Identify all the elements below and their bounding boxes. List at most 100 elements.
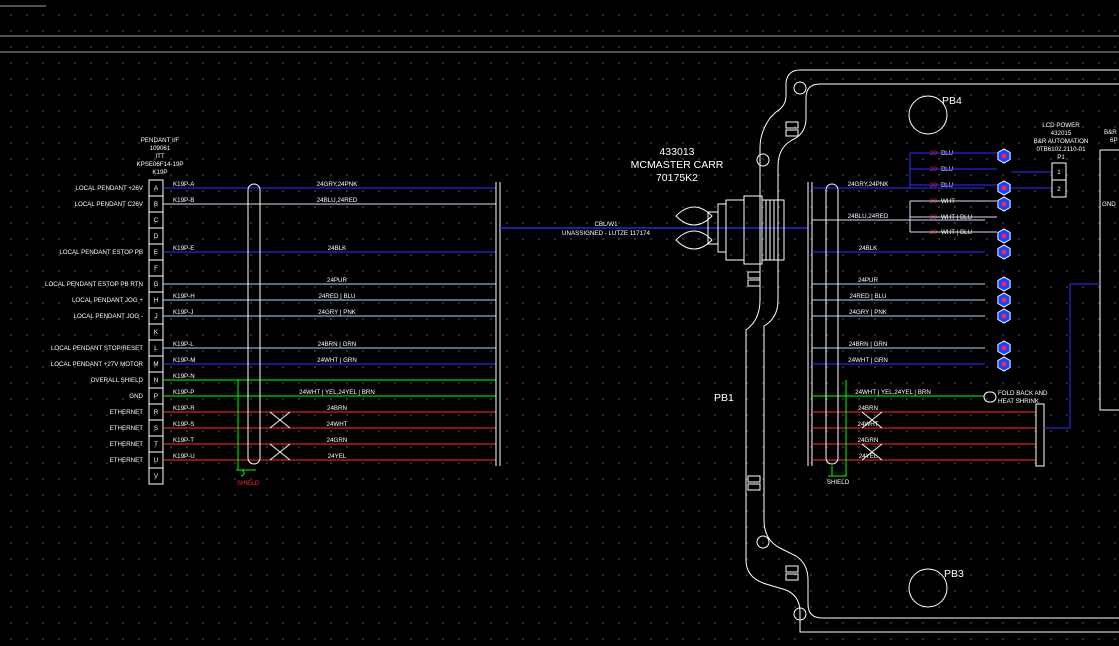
power-pin-1: 1: [1057, 169, 1061, 176]
enclosure-hole: [793, 81, 807, 95]
enclosure-hole: [756, 153, 770, 167]
wire-splices: 20BLU20BLU20BLU20WHT20WHT | BLU20WHT | B…: [888, 148, 1052, 372]
wire-color-label: 24BRN | GRN: [318, 341, 357, 348]
power-title-line: B&R AUTOMATION: [1034, 138, 1089, 145]
pin-function-label: ETHERNET: [110, 425, 144, 432]
pin-function-label: LOCAL PENDANT JOG +: [72, 297, 143, 304]
pin-letter: S: [154, 425, 158, 432]
left-connector-body: [148, 179, 164, 485]
wire-color-label: 24GRY | PNK: [318, 309, 357, 316]
enclosure-hole: [756, 535, 770, 549]
pushbutton-pb4: [908, 95, 948, 135]
left-connector-title-line: K19P: [152, 169, 167, 176]
enclosure-hole: [793, 607, 807, 621]
right-wire-label: 24BLU,24RED: [848, 213, 889, 220]
fold-note-2: HEAT SHRINK: [998, 398, 1040, 405]
pin-function-label: LOCAL PENDANT JOG -: [74, 313, 143, 320]
splice-branch: [888, 201, 911, 232]
cable-gland: [675, 195, 785, 265]
pin-function-label: LOCAL PENDANT +27V MOTOR: [51, 361, 144, 368]
pushbutton-pb3: [908, 568, 948, 608]
pin-letter: B: [154, 201, 158, 208]
pin-function-label: GND: [129, 393, 143, 400]
wire-pin-id: K19P-P: [173, 389, 194, 396]
splice-dot: [1001, 153, 1007, 159]
right-device-outline: [1099, 149, 1119, 411]
pb4-label: PB4: [942, 95, 962, 107]
left-twist-marks: [269, 411, 291, 461]
power-connector-title: LCD POWER 432015 B&R AUTOMATION 0TB6102.…: [1034, 122, 1089, 161]
ethernet-terminator: [1035, 403, 1045, 467]
wire-color-label: 24WHT | GRN: [317, 357, 357, 364]
wire-pin-id: K19P-S: [173, 421, 194, 428]
pin-function-label: ETHERNET: [110, 457, 144, 464]
right-wire-label: 24BRN | GRN: [849, 341, 888, 348]
wire-pin-id: K19P-H: [173, 293, 195, 300]
wire-color-label: 24WHT: [327, 421, 348, 428]
wire-color-label: 24RED | BLU: [318, 293, 355, 300]
pin-function-label: OVERALL SHIELD: [91, 377, 144, 384]
right-twist-marks: [861, 411, 883, 461]
left-connector-title-line: KPSE06F14-19P: [136, 161, 183, 168]
pin-letter: T: [154, 441, 158, 448]
fold-note-1: FOLD BACK AND: [998, 390, 1048, 397]
pin-function-label: ETHERNET: [110, 441, 144, 448]
pin-letter: P: [154, 393, 158, 400]
power-title-line: P1: [1057, 154, 1065, 161]
wire-pin-id: K19P-N: [173, 373, 195, 380]
left-connector-title-line: 109061: [150, 145, 171, 152]
pin-letter: E: [154, 249, 158, 256]
pin-function-label: LOCAL PENDANT +26V: [75, 185, 143, 192]
pin-letter: R: [154, 409, 159, 416]
right-wire-label: 24WHT | YEL,24YEL | BRN: [855, 389, 931, 396]
wire-color-label: 24BLU,24RED: [317, 197, 358, 204]
wire-pin-id: K19P-R: [173, 405, 195, 412]
splice-dot: [1001, 361, 1007, 367]
wire-pin-id: K19P-B: [173, 197, 194, 204]
pin-letter: V: [154, 473, 159, 480]
power-title-line: 0TB6102.2110-01: [1036, 146, 1086, 153]
right-wire-label: 24GRY | PNK: [849, 309, 888, 316]
pin-letter: M: [153, 361, 158, 368]
pin-letter: F: [154, 265, 158, 272]
splice-dot: [1001, 313, 1007, 319]
splice-branch: [888, 153, 911, 189]
gland-body: [725, 199, 745, 261]
cable-label-2: UNASSIGNED - LUTZE 117174: [562, 230, 650, 237]
pin-letter: L: [154, 345, 158, 352]
left-shield-label: SHIELD: [237, 480, 260, 487]
ethernet-out-wire: [1044, 283, 1100, 429]
partial-label: 6P: [1110, 137, 1118, 144]
left-bundle-clamp: [247, 183, 261, 465]
left-connector-title-line: PENDANT I/F: [141, 137, 180, 144]
right-wire-label: 24PUR: [858, 277, 878, 284]
wire-color-label: 24YEL: [328, 453, 347, 460]
wire-pin-id: K19P-M: [173, 357, 195, 364]
pin-function-label: LOCAL PENDANT C26V: [75, 201, 144, 208]
right-shield-label: SHIELD: [827, 479, 850, 486]
pin-letter: N: [154, 377, 158, 384]
right-shield-drain: [828, 380, 847, 477]
part-vendor-number: 70175K2: [656, 172, 698, 184]
wire-color-label: 24PUR: [327, 277, 347, 284]
enclosure-inner: [763, 83, 1119, 619]
left-connector-title: PENDANT I/F 109061 ITT KPSE06F14-19P K19…: [136, 137, 183, 176]
heat-shrink-tube: [983, 391, 997, 403]
power-pin-2: 2: [1057, 186, 1061, 193]
right-wire-label: 24BLK: [859, 245, 878, 252]
cable-label-1: CBL/W1: [594, 221, 618, 228]
pin-letter: J: [154, 313, 157, 320]
pin-function-label: LOCAL PENDANT STOP/RESET: [51, 345, 143, 352]
left-shield-drain: [236, 380, 256, 477]
pb1-label: PB1: [714, 392, 734, 404]
pin-function-label: LOCAL PENDANT ESTOP PB: [59, 249, 143, 256]
wire-color-label: 24WHT | YEL,24YEL | BRN: [299, 389, 375, 396]
pin-letter: A: [154, 185, 159, 192]
gnd-label: GND: [1102, 201, 1116, 208]
pin-letter: D: [154, 233, 159, 240]
left-connector-title-line: ITT: [155, 153, 164, 160]
right-wire-label: 24RED | BLU: [849, 293, 886, 300]
power-title-line: LCD POWER: [1042, 122, 1080, 129]
